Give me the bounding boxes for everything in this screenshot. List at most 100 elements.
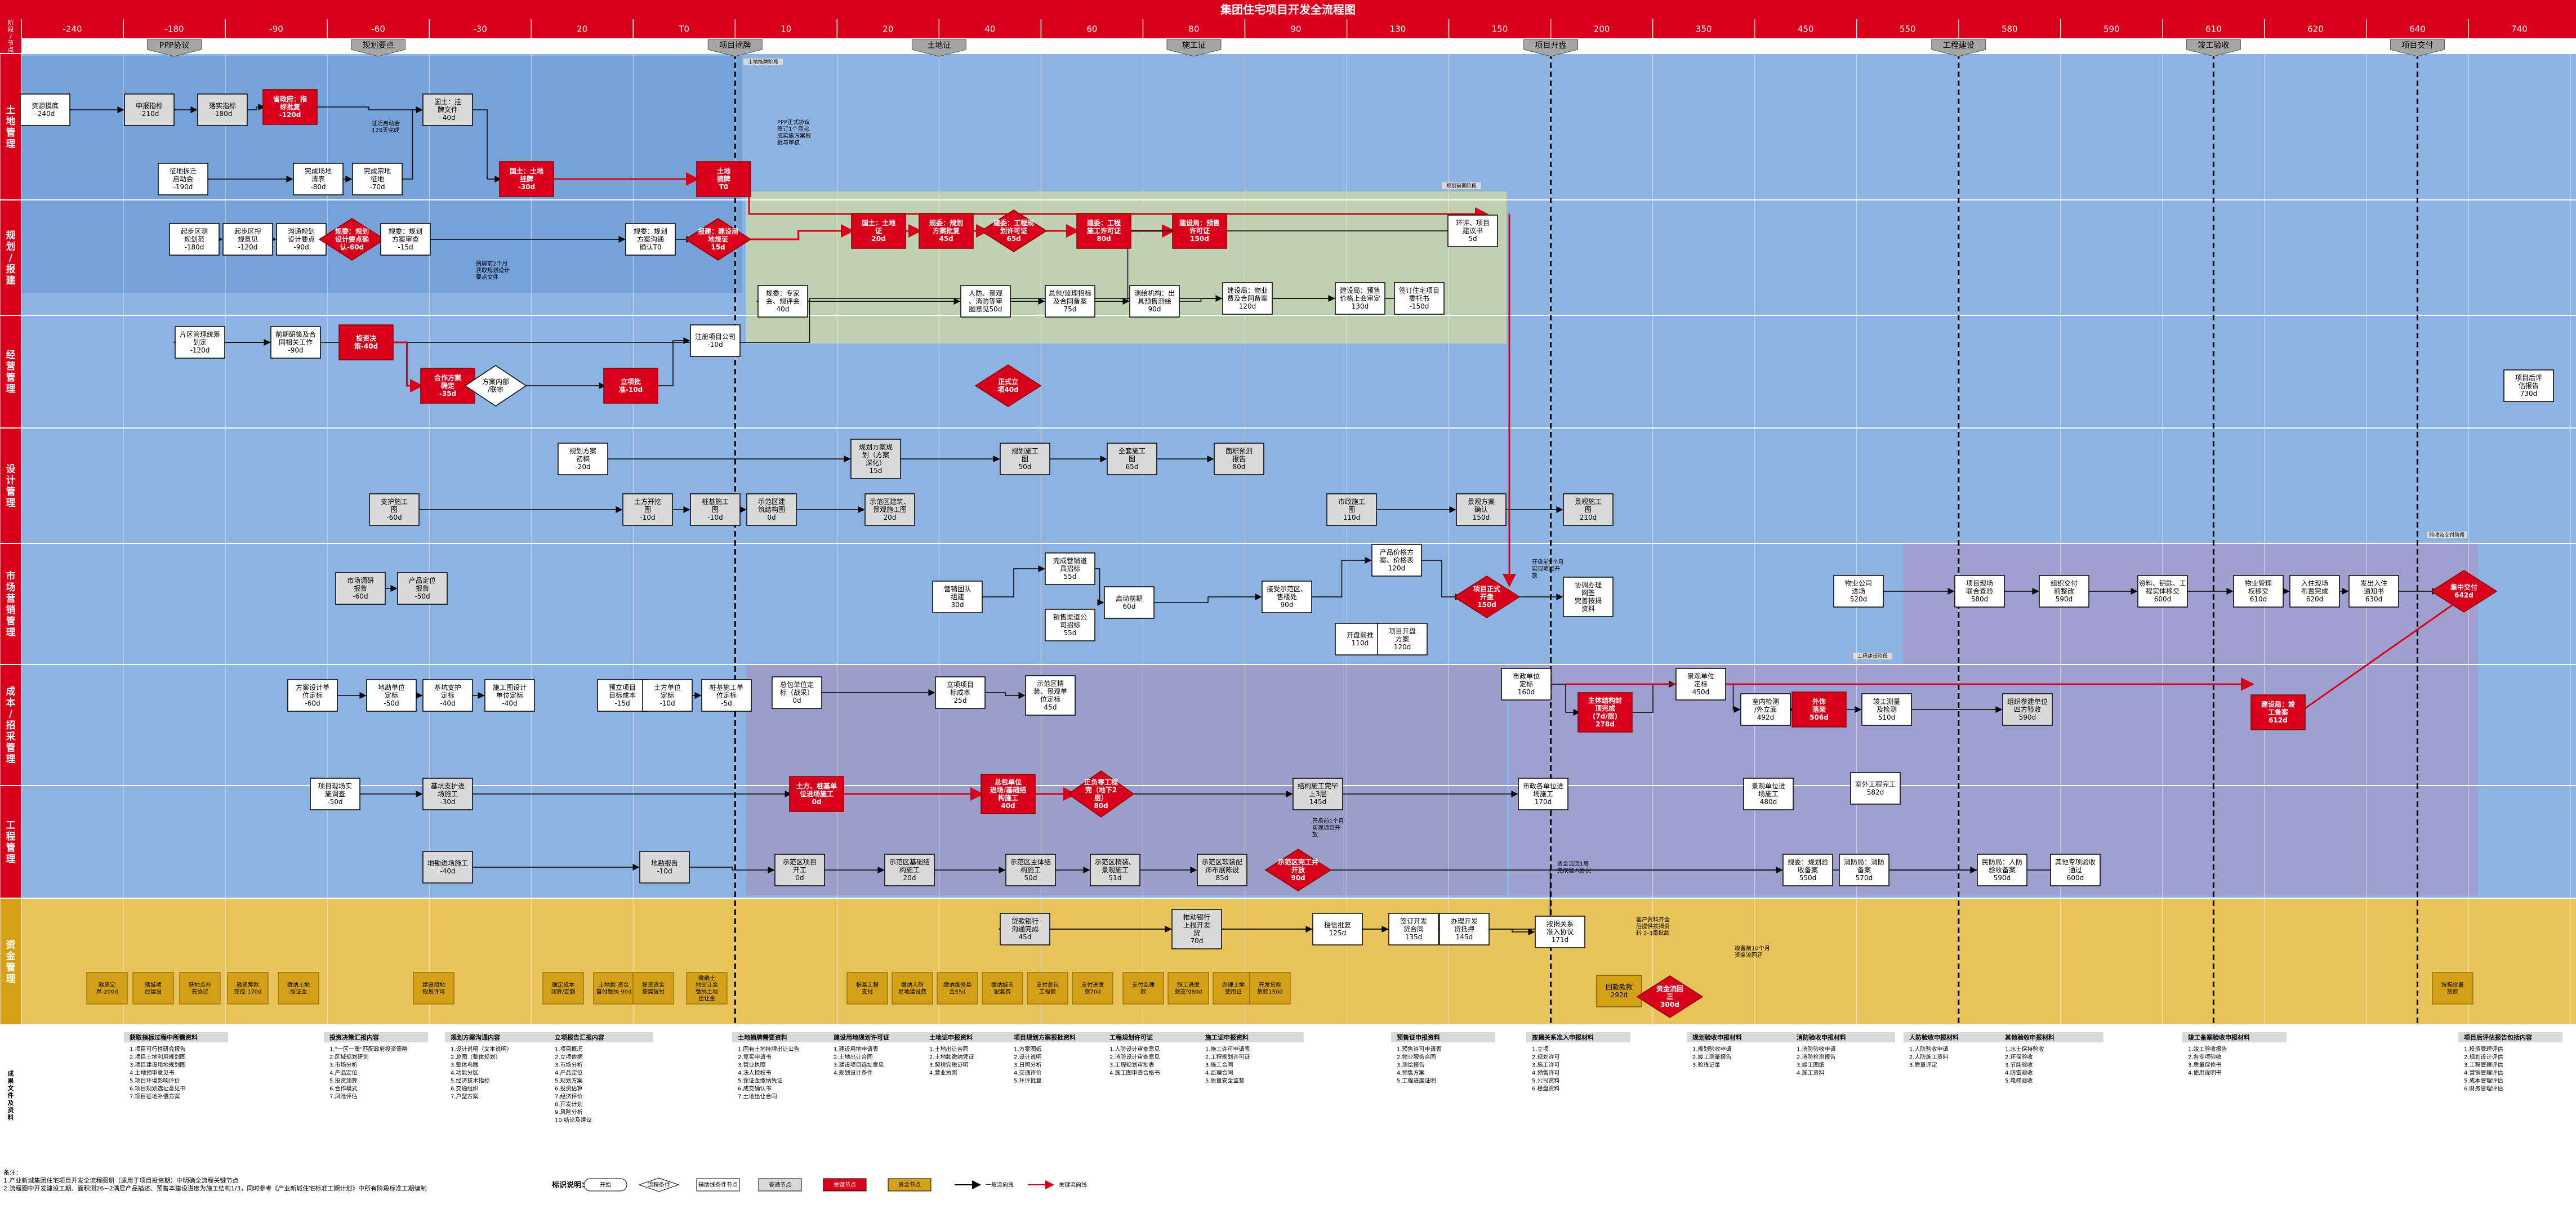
node-box	[1456, 493, 1507, 526]
lane-label-cell	[0, 427, 22, 544]
flow-node: 产品定位报告-50d	[397, 572, 448, 605]
legend-swatch	[888, 1178, 932, 1192]
doc-item: 4.土地预审意见书	[130, 1069, 175, 1077]
flow-node: 支护施工图-60d	[369, 493, 420, 526]
capital-node: 获地点补充协议	[179, 972, 221, 1005]
flow-node: 起步区控规意见-120d	[222, 223, 273, 256]
key-decision-shape	[2430, 570, 2498, 613]
flow-arrow	[982, 565, 1045, 597]
doc-item: 7.户型方案	[451, 1093, 479, 1100]
node-box	[2250, 694, 2306, 730]
flow-arrow	[689, 867, 775, 873]
flow-node: 申报指标-210d	[124, 93, 175, 126]
node-label: 落实指标-180d	[209, 101, 236, 118]
node-box	[397, 572, 448, 605]
node-label: 正式立项40d	[997, 377, 1018, 394]
doc-item: 4.产品定位	[555, 1069, 583, 1077]
doc-column: 预售证申报资料1.预售许可申请表2.物业服务合同3.测绘报告4.预售方案5.工程…	[1391, 1032, 1495, 1085]
node-box	[597, 679, 648, 712]
timeline-label: 590	[2103, 24, 2120, 34]
doc-item: 5.项目环境影响评价	[130, 1077, 180, 1085]
flow-arrow	[247, 104, 265, 110]
doc-title: 预售证申报资料	[1397, 1033, 1440, 1041]
annotation-note: 摘牌前2个月获取规划设计要点文件	[476, 260, 510, 281]
timeline-label: T0	[678, 24, 689, 34]
doc-item: 6.楼盘资料	[1532, 1085, 1560, 1092]
capital-node-label: 落城项目建设	[145, 982, 162, 996]
timeline-label: 60	[1086, 24, 1097, 34]
capital-node: 投资资金按需拨付	[632, 972, 674, 1005]
key-decision-shape	[974, 364, 1042, 407]
node-box	[1977, 854, 2027, 886]
node-label: 起步区测规划范-180d	[181, 227, 208, 251]
node-box	[338, 324, 394, 360]
section-tag	[743, 59, 783, 65]
node-box	[757, 285, 808, 318]
doc-title-bg	[828, 1032, 932, 1042]
doc-column: 立项报告汇报内容1.项目概况2.立项依据3.市场分析4.产品定位5.规划方案6.…	[549, 1032, 653, 1124]
capital-node: 办理土地使用证	[1213, 972, 1254, 1005]
footnote: 备注：	[3, 1168, 22, 1176]
node-box	[124, 93, 175, 126]
capital-node-box	[1249, 972, 1291, 1005]
node-label: 产品定位报告-50d	[409, 576, 436, 600]
doc-item: 4.交通评价	[1014, 1069, 1042, 1077]
lane-band	[21, 428, 2576, 543]
doc-title: 项目规划方案报批资料	[1014, 1033, 1076, 1041]
node-box	[1104, 586, 1155, 619]
node-box	[1596, 975, 1642, 1007]
capital-node-box	[892, 972, 933, 1005]
node-label: 桩基施工图-10d	[702, 497, 729, 521]
capital-node-box	[1213, 972, 1254, 1005]
section-label: 土地摘牌阶段	[748, 59, 778, 65]
doc-item: 5.成本管理评估	[2464, 1077, 2503, 1085]
flow-arrow	[1421, 560, 1462, 600]
doc-item: 1.水土保持验收	[2005, 1046, 2044, 1053]
flow-node: 土方单位定标-10d	[642, 679, 693, 712]
doc-item: 1.消防验收申请	[1797, 1046, 1836, 1053]
key-flow-arrow	[743, 224, 854, 240]
node-label: 基坑支护定标-40d	[434, 683, 461, 707]
doc-item: 5.保证金缴纳凭证	[738, 1077, 783, 1085]
flow-node: 地勘单位定标-50d	[366, 679, 417, 712]
legend-label: 辅助线条件节点	[698, 1181, 738, 1189]
flow-node: 征地拆迁启动会-190d	[158, 163, 208, 195]
milestone-marker	[707, 39, 763, 57]
timeline-label: 610	[2205, 24, 2222, 34]
capital-node-box	[413, 972, 454, 1005]
legend-item: 开始	[583, 1178, 627, 1192]
doc-item: 1.项目概况	[555, 1046, 583, 1053]
node-box	[1377, 623, 1428, 655]
node-label: 国土：挂牌文件-40d	[434, 98, 461, 122]
capital-node: 缴纳维修基金55d	[937, 972, 978, 1005]
doc-item: 2.项目土地利用规划图	[130, 1054, 186, 1061]
node-box	[422, 851, 473, 884]
legend-title: 标识说明：	[551, 1181, 589, 1190]
doc-item: 2.设计说明	[1014, 1054, 1042, 1061]
doc-item: 4.预售方案	[1397, 1069, 1425, 1077]
timeline-label: 90	[1290, 24, 1301, 34]
node-label: 征地拆迁启动会-190d	[170, 167, 197, 191]
legend-label: 开始	[600, 1181, 611, 1189]
